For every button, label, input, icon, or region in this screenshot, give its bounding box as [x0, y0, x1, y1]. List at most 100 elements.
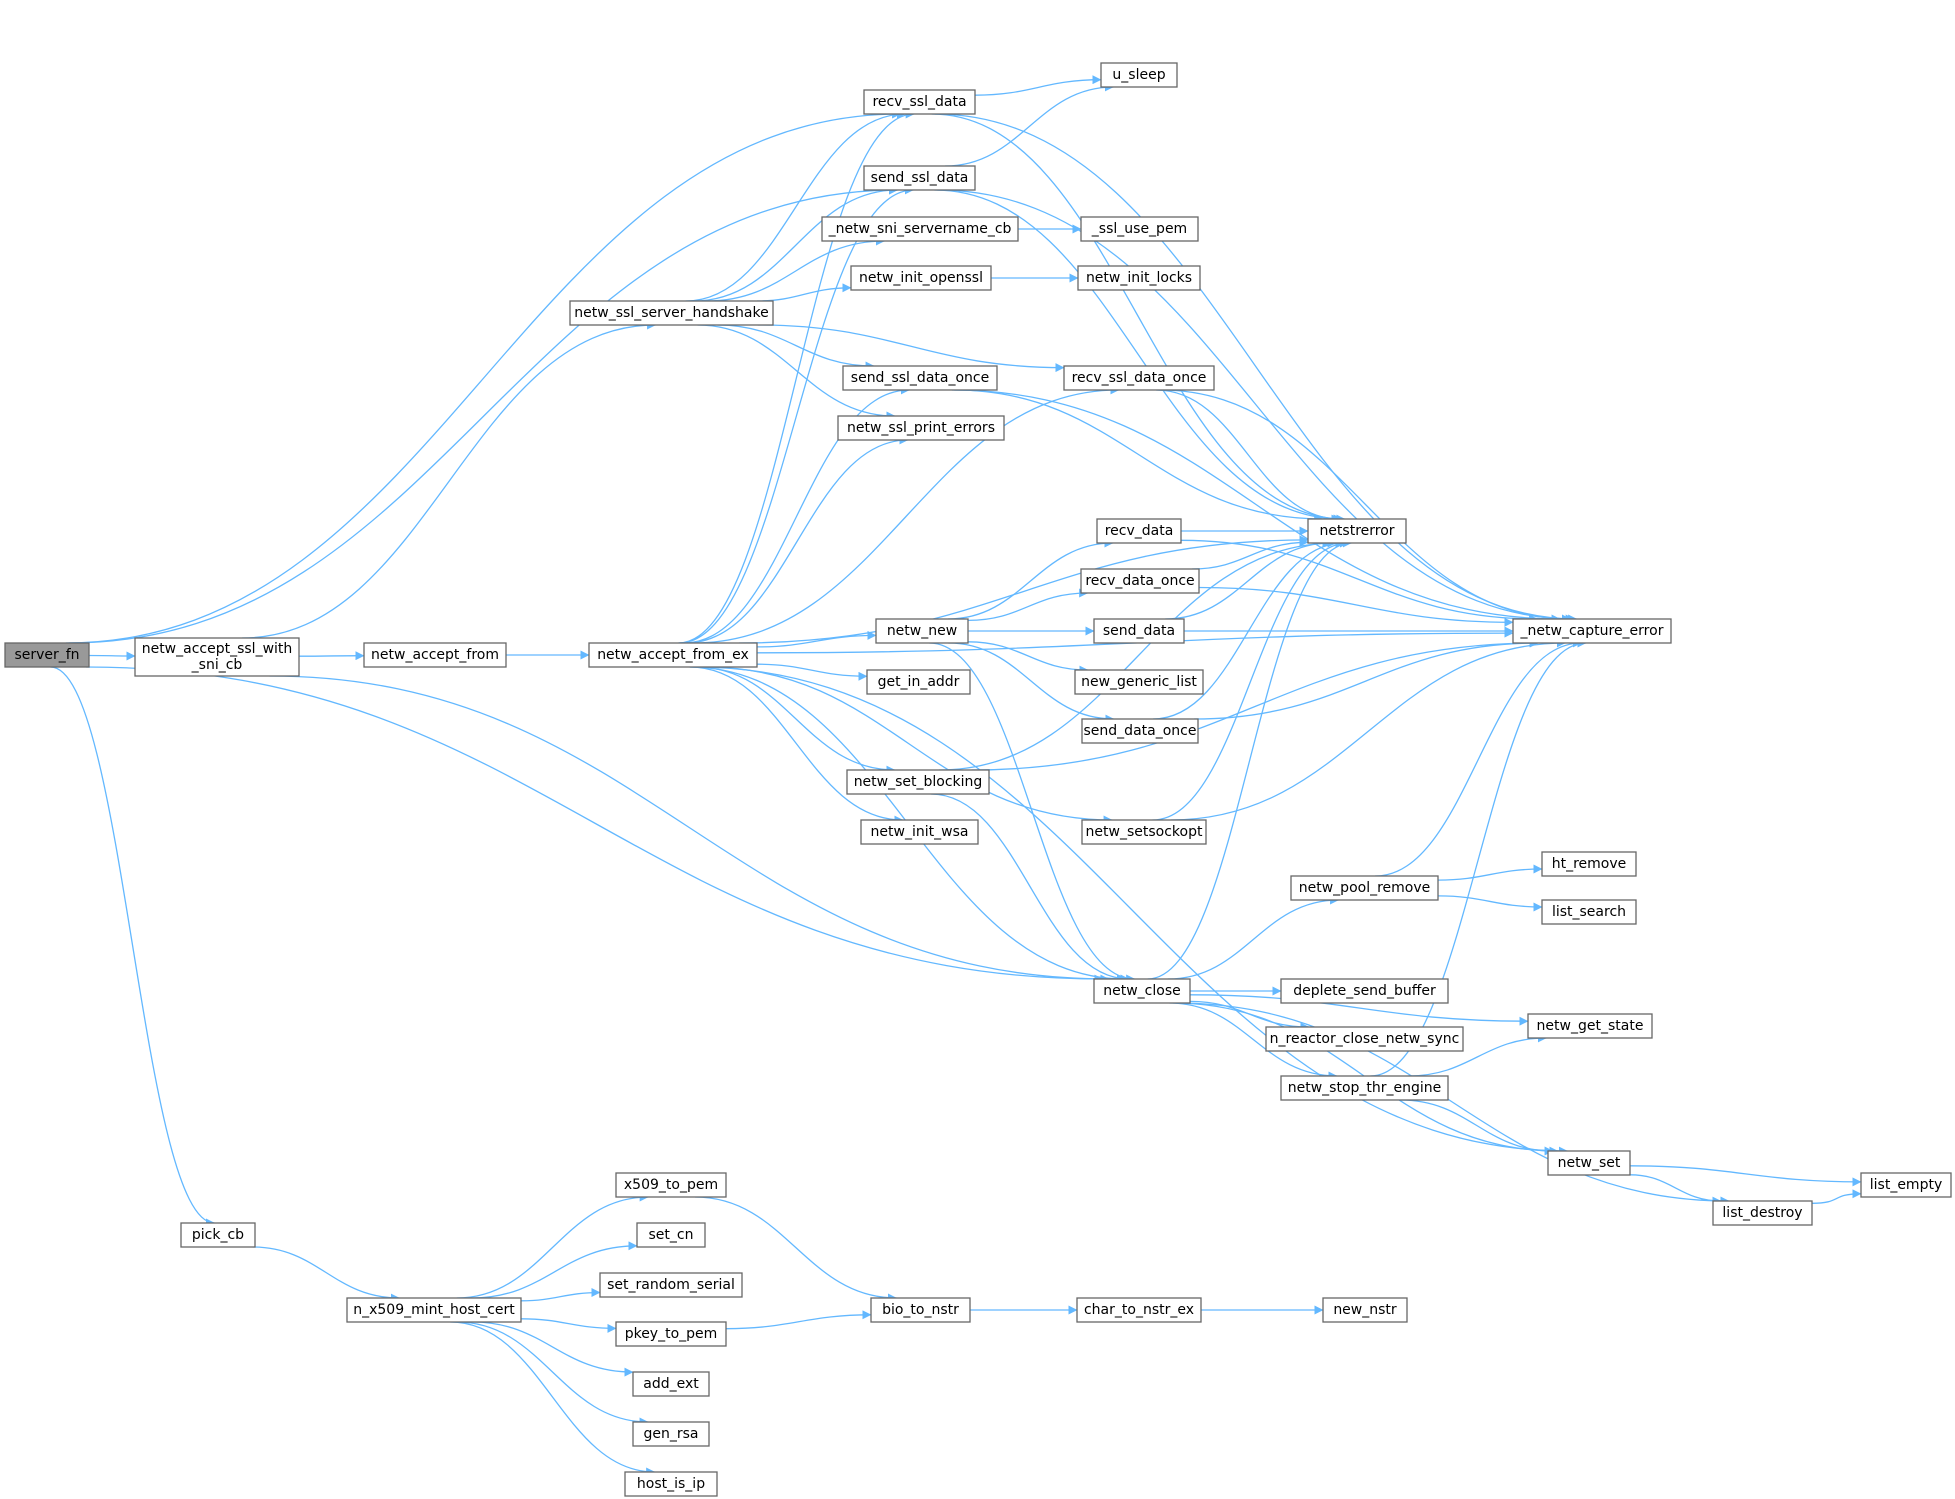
node-pkey-to-pem[interactable]: pkey_to_pem [615, 1321, 727, 1347]
node-netw-init-openssl[interactable]: netw_init_openssl [850, 265, 992, 291]
node-label: netstrerror [1319, 523, 1394, 539]
node-netw-init-locks[interactable]: netw_init_locks [1077, 265, 1201, 291]
node-send-ssl-data[interactable]: send_ssl_data [863, 165, 976, 191]
node-bio-to-nstr[interactable]: bio_to_nstr [870, 1297, 971, 1323]
edge-netw_ssl_server_handshake-to-netw_ssl_print_errors [697, 324, 896, 421]
edge-n_x509_mint_host_cert-to-host_is_ip [450, 1321, 656, 1477]
node-netw-set[interactable]: netw_set [1547, 1150, 1631, 1176]
node-add-ext[interactable]: add_ext [632, 1371, 710, 1397]
node-label: list_search [1552, 904, 1626, 920]
node-netw-get-state[interactable]: netw_get_state [1527, 1013, 1653, 1039]
node-label: netw_stop_thr_engine [1288, 1080, 1442, 1096]
node-label: bio_to_nstr [882, 1302, 959, 1318]
node-new-generic-list[interactable]: new_generic_list [1074, 669, 1204, 695]
edge-netw_ssl_server_handshake-to-_netw_sni_servername_cb [706, 236, 885, 302]
node-send-ssl-data-once[interactable]: send_ssl_data_once [842, 365, 998, 391]
node-netw-close[interactable]: netw_close [1093, 978, 1191, 1004]
node-label: netw_accept_from_ex [597, 647, 749, 663]
edge-netw_ssl_server_handshake-to-send_ssl_data [693, 185, 898, 302]
edge-netw_pool_remove-to-ht_remove [1437, 864, 1543, 881]
node-pick-cb[interactable]: pick_cb [180, 1222, 256, 1248]
node-netw-capture-error[interactable]: _netw_capture_error [1512, 618, 1672, 644]
node-netw-stop-thr-engine[interactable]: netw_stop_thr_engine [1280, 1075, 1449, 1101]
node-box [363, 642, 507, 668]
node-label: host_is_ip [637, 1476, 705, 1492]
node-box [837, 415, 1005, 441]
node-list-destroy[interactable]: list_destroy [1712, 1200, 1813, 1226]
node-label: send_data_once [1084, 723, 1197, 739]
node-netw-init-wsa[interactable]: netw_init_wsa [860, 819, 979, 845]
node-recv-ssl-data-once[interactable]: recv_ssl_data_once [1063, 365, 1215, 391]
edge-netw_new-to-new_generic_list [967, 641, 1089, 675]
edge-netw_close-to-list_destroy [1175, 1002, 1730, 1206]
node-label: recv_ssl_data [872, 94, 966, 110]
node-box [850, 265, 992, 291]
node-netw-setsockopt[interactable]: netw_setsockopt [1081, 819, 1207, 845]
node-box [632, 1371, 710, 1397]
node-label: new_generic_list [1081, 674, 1197, 690]
node-netw-set-blocking[interactable]: netw_set_blocking [846, 769, 990, 795]
edge-netw_close-to-netw_pool_remove [1167, 895, 1340, 980]
edge-netw_accept_from_ex-to-netw_new [756, 630, 877, 648]
node-set-random-serial[interactable]: set_random_serial [599, 1272, 743, 1298]
edge-netw_accept_ssl_with_sni_cb-to-netw_ssl_server_handshake [242, 320, 657, 639]
node-netw-ssl-print-errors[interactable]: netw_ssl_print_errors [837, 415, 1005, 441]
edge-send_data-to-netstrerror [1165, 538, 1332, 620]
edge-netw_new-to-recv_data [947, 538, 1114, 620]
node-netw-pool-remove[interactable]: netw_pool_remove [1290, 875, 1439, 901]
node-box [1080, 216, 1199, 242]
node-recv-data-once[interactable]: recv_data_once [1080, 568, 1200, 594]
edge-netw_close-to-netw_get_state [1189, 994, 1529, 1026]
node-label: set_cn [649, 1227, 694, 1243]
node-server-fn[interactable]: server_fn [4, 642, 90, 668]
edge-netw_accept_ssl_with_sni_cb-to-netw_accept_from [298, 651, 365, 661]
edge-netw_stop_thr_engine-to-netw_set [1400, 1099, 1554, 1156]
node-box [1081, 819, 1207, 845]
edge-server_fn-to-send_ssl_data [68, 185, 899, 644]
node-gen-rsa[interactable]: gen_rsa [632, 1421, 710, 1447]
node-char-to-nstr-ex[interactable]: char_to_nstr_ex [1076, 1297, 1202, 1323]
node-x509-to-pem[interactable]: x509_to_pem [615, 1172, 727, 1198]
node-deplete-send-buffer[interactable]: deplete_send_buffer [1280, 978, 1449, 1004]
node-send-data-once[interactable]: send_data_once [1081, 718, 1199, 744]
node-send-data[interactable]: send_data [1093, 618, 1185, 644]
node-ssl-use-pem[interactable]: _ssl_use_pem [1080, 216, 1199, 242]
node-box [1063, 365, 1215, 391]
node-label: get_in_addr [878, 674, 960, 690]
node-get-in-addr[interactable]: get_in_addr [866, 669, 971, 695]
node-netw-accept-ssl-with-sni-cb[interactable]: netw_accept_ssl_with_sni_cb [134, 637, 300, 677]
node-label: n_reactor_close_netw_sync [1270, 1031, 1460, 1047]
edge-n_x509_mint_host_cert-to-x509_to_pem [456, 1192, 649, 1299]
edge-netw_close-to-netw_stop_thr_engine [1169, 1002, 1338, 1081]
node-netw-ssl-server-handshake[interactable]: netw_ssl_server_handshake [569, 300, 774, 326]
node-netw-accept-from[interactable]: netw_accept_from [363, 642, 507, 668]
edge-netw_accept_from_ex-to-netw_setsockopt [704, 666, 1113, 825]
node-box [1081, 718, 1199, 744]
node-host-is-ip[interactable]: host_is_ip [624, 1471, 718, 1497]
node-netw-new[interactable]: netw_new [875, 618, 969, 644]
node-ht-remove[interactable]: ht_remove [1541, 851, 1637, 877]
node-new-nstr[interactable]: new_nstr [1322, 1297, 1408, 1323]
node-label: recv_data [1105, 523, 1174, 539]
node-box [1074, 669, 1204, 695]
edge-netw_setsockopt-to-_netw_capture_error [1170, 638, 1566, 821]
node-list-search[interactable]: list_search [1541, 899, 1637, 925]
node-box [1265, 1026, 1464, 1052]
node-netw-sni-servername-cb[interactable]: _netw_sni_servername_cb [821, 216, 1019, 242]
node-set-cn[interactable]: set_cn [636, 1222, 706, 1248]
node-box [821, 216, 1019, 242]
node-u-sleep[interactable]: u_sleep [1100, 62, 1178, 88]
node-recv-data[interactable]: recv_data [1096, 518, 1182, 544]
node-list-empty[interactable]: list_empty [1860, 1172, 1952, 1198]
node-netstrerror[interactable]: netstrerror [1307, 518, 1407, 544]
node-recv-ssl-data[interactable]: recv_ssl_data [863, 89, 976, 115]
node-box [569, 300, 774, 326]
node-box [1512, 618, 1672, 644]
node-netw-accept-from-ex[interactable]: netw_accept_from_ex [588, 642, 758, 668]
node-n-reactor-close-netw-sync[interactable]: n_reactor_close_netw_sync [1265, 1026, 1464, 1052]
node-label: u_sleep [1112, 67, 1165, 83]
node-label: server_fn [14, 647, 79, 663]
node-box [1280, 978, 1449, 1004]
node-box [346, 1297, 522, 1323]
node-n-x509-mint-host-cert[interactable]: n_x509_mint_host_cert [346, 1297, 522, 1323]
